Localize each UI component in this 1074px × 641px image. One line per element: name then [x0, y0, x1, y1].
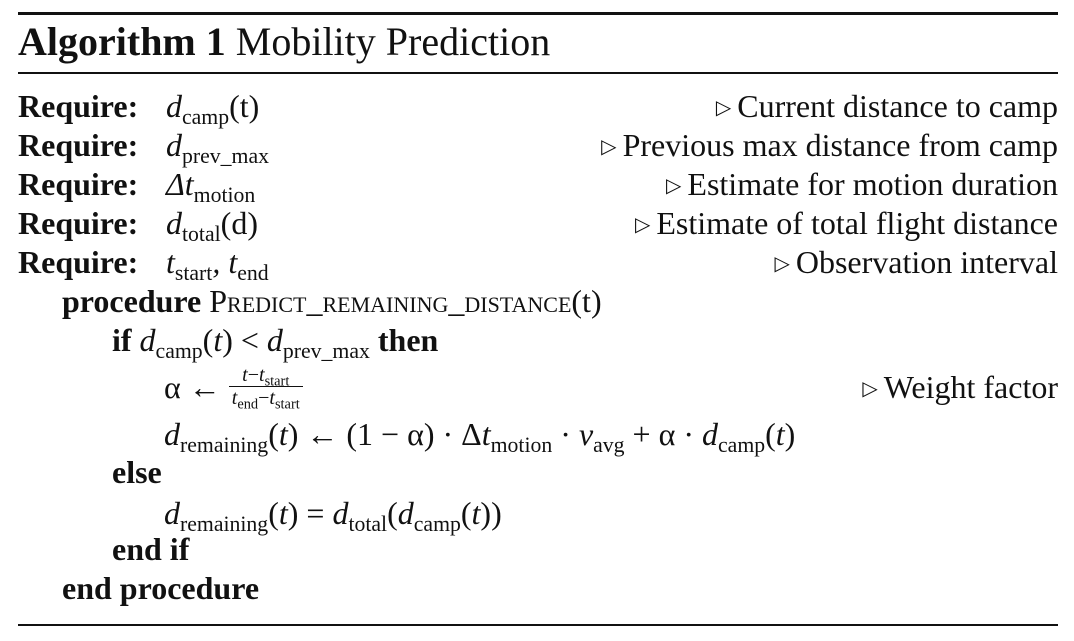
procedure-name: Predict_remaining_distance — [209, 283, 572, 319]
require-comment: ▷Current distance to camp — [715, 88, 1058, 124]
require-argument: dprev_max — [166, 127, 269, 168]
then-keyword: then — [377, 322, 439, 358]
else-line: else — [18, 453, 1058, 492]
end-if-keyword: end if — [112, 531, 190, 567]
bottom-rule — [18, 624, 1058, 626]
if-keyword: if — [112, 322, 132, 358]
procedure-arg: (t) — [571, 283, 602, 319]
procedure-keyword: procedure — [62, 283, 202, 319]
require-keyword: Require: — [18, 88, 139, 124]
else-assignment: dremaining(t) = dtotal(dcamp(t)) — [164, 495, 502, 536]
if-condition: dcamp(t) < dprev_max — [139, 322, 370, 363]
if-line: if dcamp(t) < dprev_max then — [18, 321, 1058, 363]
algorithm-label: Algorithm 1 — [18, 19, 226, 64]
require-keyword: Require: — [18, 244, 139, 280]
require-keyword: Require: — [18, 205, 139, 241]
comment-triangle-icon: ▷ — [774, 253, 790, 275]
require-line: Require: tstart, tend ▷Observation inter… — [18, 243, 1058, 285]
header-rule — [18, 72, 1058, 74]
else-keyword: else — [112, 454, 162, 490]
end-if-line: end if — [18, 530, 1058, 569]
algorithm-title: Algorithm 1 Mobility Prediction — [18, 16, 550, 68]
require-line: Require: dtotal(d) ▷Estimate of total fl… — [18, 204, 1058, 246]
comment-triangle-icon: ▷ — [862, 378, 878, 400]
require-argument: dtotal(d) — [166, 205, 258, 246]
require-comment: ▷Estimate for motion duration — [666, 166, 1058, 202]
top-rule — [18, 12, 1058, 15]
comment-triangle-icon: ▷ — [715, 97, 732, 119]
alpha-comment: ▷Weight factor — [862, 369, 1058, 405]
require-comment: ▷Previous max distance from camp — [601, 127, 1058, 163]
else-assignment-line: dremaining(t) = dtotal(dcamp(t)) — [18, 494, 1058, 536]
require-argument: dcamp(t) — [166, 88, 260, 129]
remaining-assignment: dremaining(t) ← (1 − α) · Δtmotion · vav… — [164, 416, 796, 457]
algorithm-name: Mobility Prediction — [235, 19, 551, 64]
require-keyword: Require: — [18, 166, 139, 202]
require-argument: Δtmotion — [166, 166, 256, 207]
require-comment: ▷Estimate of total flight distance — [634, 205, 1058, 241]
require-comment: ▷Observation interval — [774, 244, 1058, 280]
procedure-line: procedure Predict_remaining_distance(t) — [18, 282, 1058, 321]
remaining-assignment-line: dremaining(t) ← (1 − α) · Δtmotion · vav… — [18, 415, 1058, 457]
require-line: Require: dcamp(t) ▷Current distance to c… — [18, 87, 1058, 129]
end-procedure-keyword: end procedure — [62, 570, 260, 606]
require-argument: tstart, tend — [166, 244, 269, 285]
comment-triangle-icon: ▷ — [601, 136, 617, 158]
comment-triangle-icon: ▷ — [666, 175, 682, 197]
end-procedure-line: end procedure — [18, 569, 1058, 608]
require-keyword: Require: — [18, 127, 139, 163]
require-line: Require: Δtmotion ▷Estimate for motion d… — [18, 165, 1058, 207]
require-line: Require: dprev_max ▷Previous max distanc… — [18, 126, 1058, 168]
comment-triangle-icon: ▷ — [634, 214, 651, 236]
